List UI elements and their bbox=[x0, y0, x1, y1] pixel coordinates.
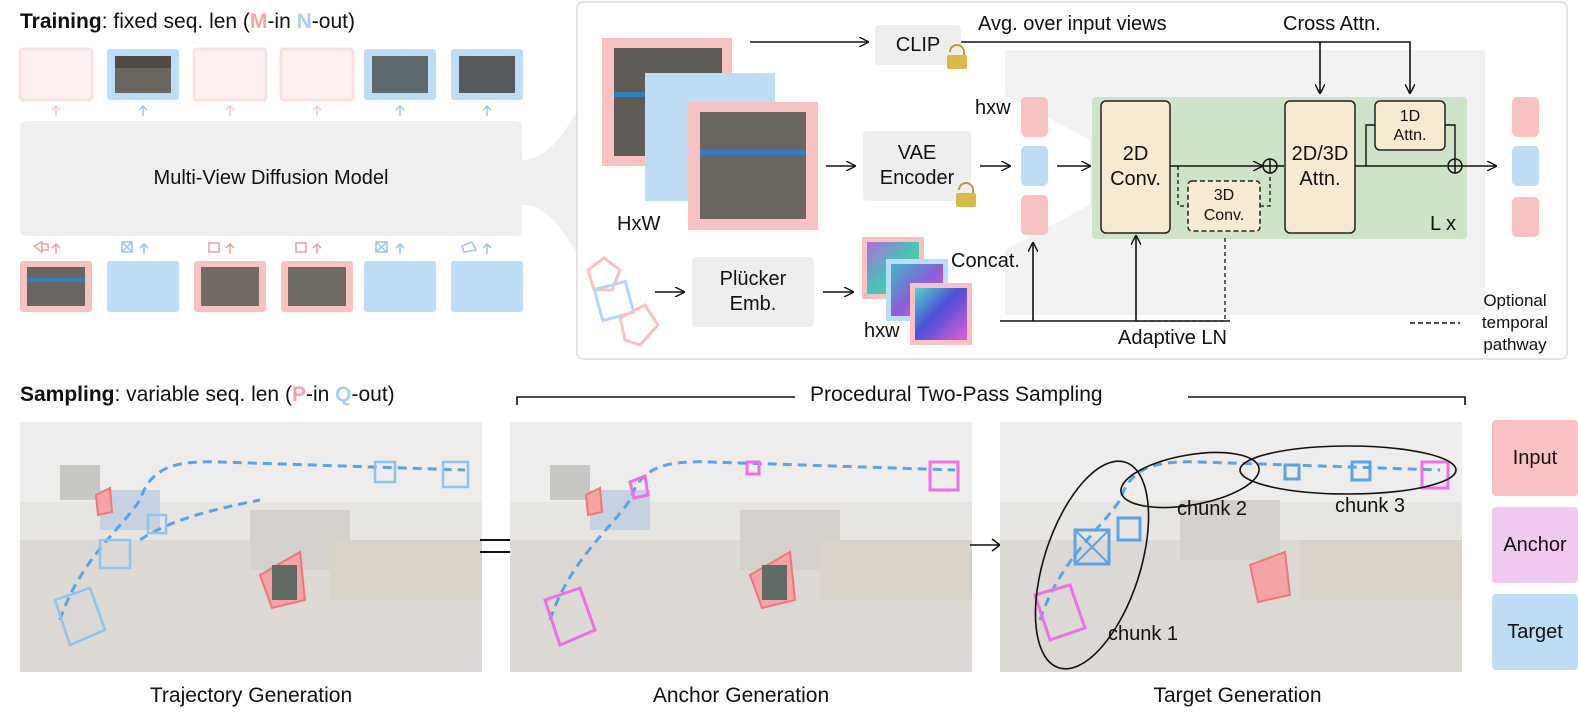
cross-attn-label: Cross Attn. bbox=[1283, 13, 1381, 35]
chunk-ellipse bbox=[1034, 460, 1150, 670]
input-frames bbox=[20, 261, 523, 312]
output-frame-faded bbox=[279, 47, 355, 102]
chunk-1-label: chunk 1 bbox=[1108, 623, 1179, 645]
layers-label: L x bbox=[1430, 213, 1456, 235]
target-camera-icon bbox=[1073, 528, 1111, 566]
target-frame-empty bbox=[107, 261, 179, 312]
lock-icon bbox=[947, 44, 967, 69]
unet-block bbox=[1092, 97, 1467, 239]
training-diagram bbox=[18, 47, 578, 312]
camera-icons bbox=[586, 256, 660, 347]
legend-target-swatch bbox=[1492, 594, 1578, 670]
attn-box bbox=[1284, 100, 1356, 234]
legend-target-label: Target bbox=[1507, 620, 1563, 643]
anchor-camera-icon bbox=[543, 586, 597, 648]
clip-box bbox=[875, 25, 961, 65]
latent-output-target bbox=[1512, 146, 1539, 186]
procedural-label: Procedural Two-Pass Sampling bbox=[810, 383, 1103, 406]
latent-input bbox=[1021, 97, 1048, 137]
caption-target: Target Generation bbox=[1153, 684, 1322, 707]
vae-box bbox=[863, 131, 971, 201]
training-title: Training: fixed seq. len (M-in N-out) bbox=[20, 10, 355, 33]
caption-trajectory: Trajectory Generation bbox=[149, 684, 353, 707]
legend-input-swatch bbox=[1492, 420, 1578, 496]
output-frame-faded bbox=[18, 47, 94, 102]
output-frames bbox=[18, 47, 523, 102]
hxw-bottom-label: hxw bbox=[864, 320, 900, 342]
target-frame-empty bbox=[451, 261, 523, 312]
sampling-diagram bbox=[20, 396, 1578, 672]
model-label: Multi-View Diffusion Model bbox=[153, 167, 389, 189]
legend-input-label: Input bbox=[1512, 446, 1558, 469]
concat-label: Concat. bbox=[951, 250, 1020, 272]
legend-anchor-swatch bbox=[1492, 507, 1578, 583]
conv2d-box bbox=[1100, 100, 1171, 234]
input-camera-icon bbox=[584, 486, 604, 517]
model-block bbox=[20, 121, 522, 236]
target-frame-empty bbox=[364, 261, 436, 312]
anchor-camera-icon bbox=[1033, 583, 1087, 642]
caption-anchor: Anchor Generation bbox=[652, 684, 830, 707]
architecture-diagram bbox=[576, 1, 1568, 360]
trajectory-panel bbox=[20, 422, 482, 672]
latent-target bbox=[1021, 146, 1048, 186]
chunk-ellipse bbox=[1120, 451, 1260, 509]
anchor-camera-icon bbox=[628, 473, 650, 500]
target-camera-icon bbox=[1116, 516, 1142, 542]
lock-icon bbox=[956, 182, 976, 207]
clip-label: CLIP bbox=[895, 33, 941, 56]
target-panel bbox=[1000, 422, 1462, 672]
latent-output-input bbox=[1512, 197, 1539, 237]
latent-input bbox=[1021, 195, 1048, 235]
output-frame-faded bbox=[192, 47, 268, 102]
latent-output-input bbox=[1512, 97, 1539, 137]
chunk-2-label: chunk 2 bbox=[1177, 498, 1248, 520]
target-camera-icon bbox=[53, 586, 107, 647]
legend-anchor-label: Anchor bbox=[1503, 533, 1567, 556]
plucker-box bbox=[692, 257, 814, 327]
avg-label: Avg. over input views bbox=[978, 13, 1167, 35]
input-camera-icon bbox=[1248, 550, 1292, 604]
anchor-panel bbox=[510, 422, 972, 672]
adaptive-ln-label: Adaptive LN bbox=[1118, 327, 1227, 349]
input-camera-icon bbox=[94, 486, 114, 517]
sampling-title: Sampling: variable seq. len (P-in Q-out) bbox=[20, 383, 395, 406]
hxw-top-label: hxw bbox=[975, 97, 1011, 119]
chunk-3-label: chunk 3 bbox=[1335, 495, 1406, 517]
HxW-label: HxW bbox=[617, 213, 661, 235]
chunk-ellipse bbox=[1239, 445, 1457, 495]
